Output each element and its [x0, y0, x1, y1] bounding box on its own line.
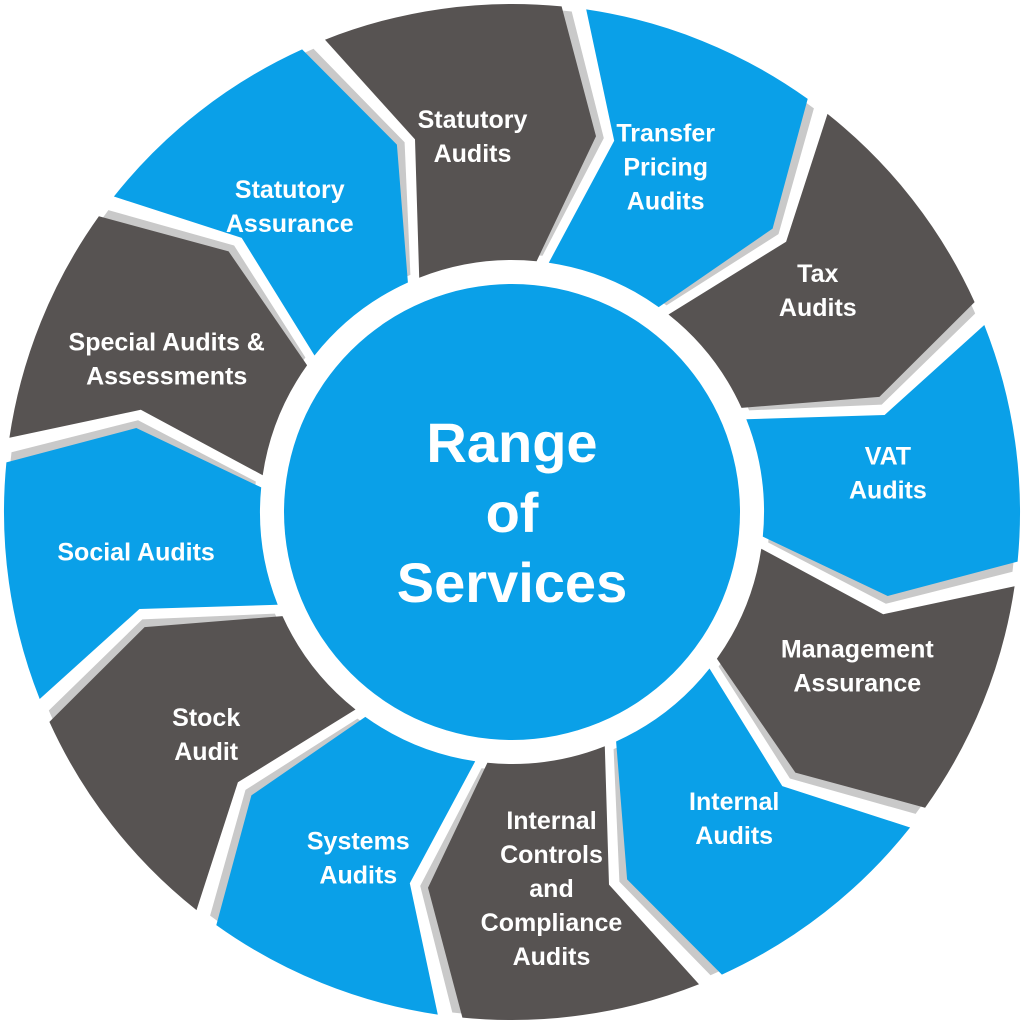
segment-label-line: Compliance	[481, 909, 623, 937]
segment-label-line: Assurance	[226, 210, 354, 238]
segment-label-line: Systems	[307, 827, 410, 855]
segment-label-line: Assurance	[793, 670, 921, 698]
segment-label-line: Audits	[849, 477, 927, 505]
segment-label-line: Social Audits	[57, 539, 214, 567]
segment-label: VAT Audits	[849, 443, 927, 505]
segment-statutory-assurance	[113, 49, 408, 356]
segment-systems-audits	[216, 716, 476, 1015]
segment-label-line: Audits	[513, 943, 591, 971]
segment-label-line: VAT	[865, 443, 911, 471]
segment-social-audits	[3, 428, 278, 699]
segment-label: Special Audits & Assessments	[69, 328, 265, 390]
segment-label-line: Assessments	[86, 362, 247, 390]
segment-vat-audits	[746, 325, 1021, 596]
segment-label-line: Management	[781, 636, 934, 664]
segments	[3, 3, 1021, 1021]
segment-label-line: Internal	[506, 807, 596, 835]
segment-transfer-pricing-audits	[548, 9, 808, 308]
segment-label-line: Statutory	[235, 176, 345, 204]
segment-label-line: Audits	[695, 822, 773, 850]
segment-label-line: Special Audits &	[69, 328, 265, 356]
center-circle	[284, 284, 740, 740]
segment-internal-controls-and-compliance-audits	[428, 746, 699, 1021]
segment-label-line: Statutory	[418, 106, 528, 134]
segment-label-line: Audits	[627, 188, 705, 216]
center-title-line: Services	[397, 551, 627, 614]
segment-internal-audits	[616, 668, 911, 975]
segment-label-line: Stock	[172, 704, 240, 732]
segment-label-line: Audit	[174, 738, 239, 766]
segment-label-line: Transfer	[616, 120, 715, 148]
segment-label-line: Audits	[319, 861, 397, 889]
segment-tax-audits	[668, 113, 975, 408]
center-title-line: Range	[426, 411, 597, 474]
segment-special-audits-assessments	[9, 216, 308, 476]
segment-label-line: Controls	[500, 841, 603, 869]
segment-stock-audit	[49, 616, 356, 911]
segment-label-line: Audits	[779, 294, 857, 322]
segment-label-line: Pricing	[623, 154, 708, 182]
segment-label-line: Internal	[689, 788, 779, 816]
segment-management-assurance	[716, 548, 1015, 808]
segment-label-line: Audits	[434, 140, 512, 168]
segment-label: Social Audits	[57, 539, 214, 567]
segment-statutory-audits	[325, 3, 596, 278]
center-title-line: of	[486, 481, 539, 544]
segment-label-line: and	[529, 875, 573, 903]
segment-label-line: Tax	[797, 260, 838, 288]
